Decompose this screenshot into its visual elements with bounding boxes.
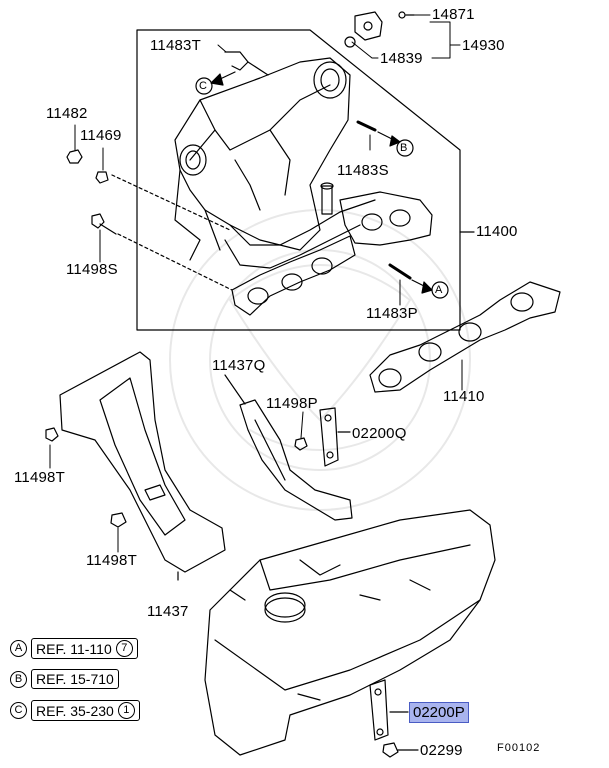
cylinder-head <box>204 509 496 756</box>
label-02200Q[interactable]: 02200Q <box>352 425 407 442</box>
ref-b: B REF. 15-710 <box>10 669 119 689</box>
ref-b-text: REF. 15-710 <box>36 671 114 687</box>
bracket-11437Q <box>224 374 353 521</box>
label-14839[interactable]: 14839 <box>380 50 423 67</box>
ref-c-text: REF. 35-230 <box>36 702 114 719</box>
ref-a-letter: A <box>10 640 27 657</box>
marker-b: B <box>400 142 408 154</box>
marker-a: A <box>435 284 443 296</box>
label-11410[interactable]: 11410 <box>443 388 485 405</box>
label-11498P[interactable]: 11498P <box>266 395 318 412</box>
bolt-11482 <box>66 149 83 164</box>
label-11498T-a[interactable]: 11498T <box>14 469 65 486</box>
label-11437Q[interactable]: 11437Q <box>212 357 266 374</box>
ref-c-box[interactable]: REF. 35-230 1 <box>31 700 140 721</box>
ref-c: C REF. 35-230 1 <box>10 700 140 721</box>
label-14930[interactable]: 14930 <box>462 37 505 54</box>
bolt-11498T-b <box>110 512 127 528</box>
ref-c-letter: C <box>10 702 27 719</box>
label-11483S[interactable]: 11483S <box>337 162 389 179</box>
label-11498T-b[interactable]: 11498T <box>86 552 137 569</box>
ref-a-num: 7 <box>115 640 133 657</box>
bolt-11498T-a <box>45 427 59 442</box>
label-11400[interactable]: 11400 <box>476 223 518 240</box>
gasket-11410 <box>369 281 561 393</box>
label-11483T[interactable]: 11483T <box>150 37 201 54</box>
bolt-11498S <box>91 213 117 235</box>
ref-b-letter: B <box>10 670 27 688</box>
bolt-02299 <box>382 742 419 758</box>
marker-c: C <box>199 80 208 92</box>
sensor-14930 <box>344 11 415 48</box>
hanger-02200P <box>369 679 409 741</box>
hanger-02200Q <box>319 407 351 467</box>
label-02299[interactable]: 02299 <box>420 742 463 759</box>
label-11483P[interactable]: 11483P <box>366 305 418 322</box>
leader-lines <box>49 14 463 553</box>
ref-c-num: 1 <box>117 702 135 719</box>
label-11437[interactable]: 11437 <box>147 603 189 620</box>
ref-a: A REF. 11-110 7 <box>10 638 138 659</box>
stay-11437 <box>59 351 226 581</box>
bolt-11498P <box>294 437 308 451</box>
ref-a-box[interactable]: REF. 11-110 7 <box>31 638 138 659</box>
intake-manifold <box>174 51 433 316</box>
label-14871[interactable]: 14871 <box>432 6 475 23</box>
nut-11469 <box>95 171 109 184</box>
assembly-frame-11400 <box>136 29 461 331</box>
ref-a-text: REF. 11-110 <box>36 640 112 657</box>
label-02200P-highlighted[interactable]: 02200P <box>409 702 469 723</box>
label-11482[interactable]: 11482 <box>46 105 88 122</box>
figure-code: F00102 <box>497 742 541 754</box>
label-11469[interactable]: 11469 <box>80 127 122 144</box>
ref-b-box[interactable]: REF. 15-710 <box>31 669 119 689</box>
label-11498S[interactable]: 11498S <box>66 261 118 278</box>
